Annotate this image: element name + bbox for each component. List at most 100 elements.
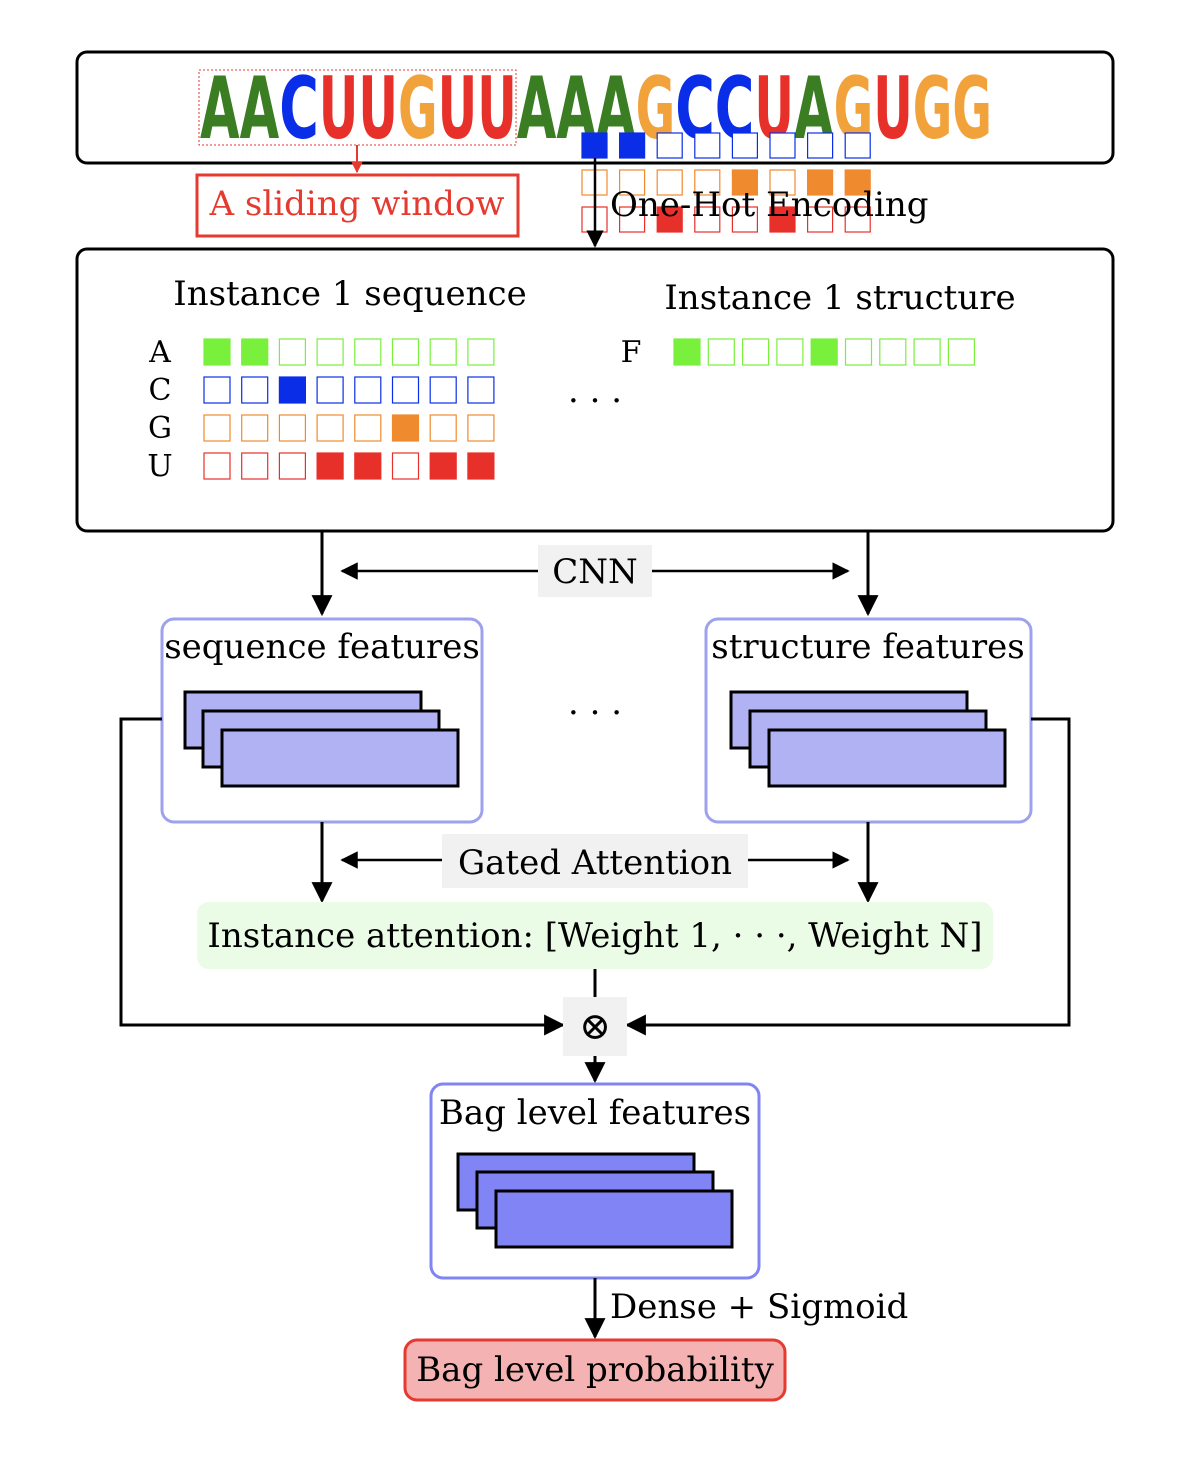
sequence-encoding-cell <box>467 414 495 442</box>
sequence-feature-map-3 <box>220 728 460 788</box>
sequence-encoding-cell <box>316 376 344 404</box>
sequence-features-title: sequence features <box>164 627 480 667</box>
one-hot-cell <box>618 169 646 196</box>
sequence-encoding-cell <box>354 414 382 442</box>
sequence-encoding-cell <box>278 376 306 404</box>
structure-encoding-cell <box>810 338 838 366</box>
gated-attention-label: Gated Attention <box>458 843 732 883</box>
instance-ellipsis: · · · <box>568 381 622 421</box>
sliding-window-label: A sliding window <box>209 184 505 224</box>
structure-encoding-cell <box>913 338 941 366</box>
sequence-encoding-cell <box>241 452 269 480</box>
sequence-letter: C <box>279 59 319 159</box>
sequence-letter: U <box>319 59 359 159</box>
instance-box <box>75 247 1115 533</box>
structure-row-label: F <box>621 335 642 370</box>
bag-features-title: Bag level features <box>439 1093 751 1133</box>
one-hot-cell <box>694 206 721 233</box>
sliding-window-label-box <box>195 173 520 238</box>
one-hot-cell <box>694 169 721 196</box>
one-hot-cell <box>844 169 871 196</box>
otimes-symbol: ⊗ <box>579 1004 611 1048</box>
sequence-encoding-cell <box>391 338 420 366</box>
one-hot-cell <box>806 132 834 159</box>
gated-attention-label-box <box>442 834 748 888</box>
one-hot-cell <box>844 132 871 159</box>
bag-probability-label: Bag level probability <box>416 1350 774 1390</box>
one-hot-cell <box>769 206 796 233</box>
structure-encoding-cell <box>844 338 873 366</box>
structure-encoding-cell <box>776 338 804 366</box>
dense-sigmoid-label: Dense + Sigmoid <box>610 1287 908 1327</box>
features-ellipsis: · · · <box>568 693 622 733</box>
sequence-encoding-cell <box>278 452 306 480</box>
sequence-letter: G <box>913 59 953 159</box>
sequence-letter: G <box>952 59 992 159</box>
sequence-encoding-cell <box>391 376 420 404</box>
sequence-encoding-cell <box>241 338 269 366</box>
one-hot-cell <box>618 132 646 159</box>
nucleotide-row-label: C <box>149 373 172 408</box>
sequence-encoding-cell <box>316 452 344 480</box>
sequence-letter: U <box>477 59 517 159</box>
sequence-encoding-cell <box>429 338 457 366</box>
nucleotide-row-label: U <box>147 449 172 484</box>
sequence-encoding-cell <box>391 452 420 480</box>
one-hot-cell <box>731 206 759 233</box>
structure-encoding-cell <box>947 338 976 366</box>
one-hot-cell <box>731 169 759 196</box>
structure-bypass-line <box>624 717 1071 1036</box>
bag-probability-box <box>403 1338 787 1402</box>
one-hot-cell <box>656 132 683 159</box>
one-hot-cell <box>769 132 796 159</box>
sequence-letter: A <box>517 59 557 159</box>
structure-encoding-cell <box>673 338 701 366</box>
sequence-encoding-cell <box>467 338 495 366</box>
sequence-encoding-cell <box>241 376 269 404</box>
bag-feature-map-3 <box>494 1189 734 1249</box>
sequence-letter: U <box>873 59 913 159</box>
structure-encoding-cell <box>741 338 770 366</box>
sequence-encoding-cell <box>203 338 231 366</box>
instance-attention-box <box>197 902 993 969</box>
sequence-letter: G <box>398 59 438 159</box>
sequence-encoding-cell <box>391 414 420 442</box>
sequence-encoding-cell <box>241 414 269 442</box>
one-hot-cell <box>694 132 721 159</box>
sequence-encoding-cell <box>203 376 231 404</box>
sequence-encoding-cell <box>467 376 495 404</box>
one-hot-label: One-Hot Encoding <box>610 185 929 225</box>
one-hot-cell <box>618 206 646 233</box>
sequence-bypass-line <box>119 717 566 1036</box>
structure-encoding-cell <box>879 338 907 366</box>
one-hot-cell <box>844 206 871 233</box>
sequence-encoding-cell <box>203 414 231 442</box>
one-hot-cell <box>806 206 834 233</box>
otimes-box <box>563 997 627 1056</box>
sequence-encoding-cell <box>278 338 306 366</box>
cnn-label: CNN <box>552 552 638 592</box>
one-hot-cell <box>656 206 683 233</box>
sequence-encoding-cell <box>203 452 231 480</box>
structure-features-title: structure features <box>711 627 1024 667</box>
sequence-letter: A <box>240 59 280 159</box>
instance-structure-title: Instance 1 structure <box>664 278 1015 318</box>
sequence-encoding-cell <box>354 452 382 480</box>
one-hot-cell <box>731 132 759 159</box>
sequence-letter: U <box>358 59 398 159</box>
one-hot-cell <box>581 132 608 159</box>
nucleotide-row-label: G <box>148 411 172 446</box>
cnn-label-box <box>538 545 652 597</box>
sequence-encoding-cell <box>316 338 344 366</box>
sequence-letter: U <box>438 59 478 159</box>
one-hot-cell <box>769 169 796 196</box>
sequence-letter: A <box>200 59 240 159</box>
sequence-encoding-cell <box>467 452 495 480</box>
structure-feature-map-3 <box>767 728 1007 788</box>
one-hot-cell <box>806 169 834 196</box>
nucleotide-row-label: A <box>148 335 171 370</box>
one-hot-cell <box>656 169 683 196</box>
